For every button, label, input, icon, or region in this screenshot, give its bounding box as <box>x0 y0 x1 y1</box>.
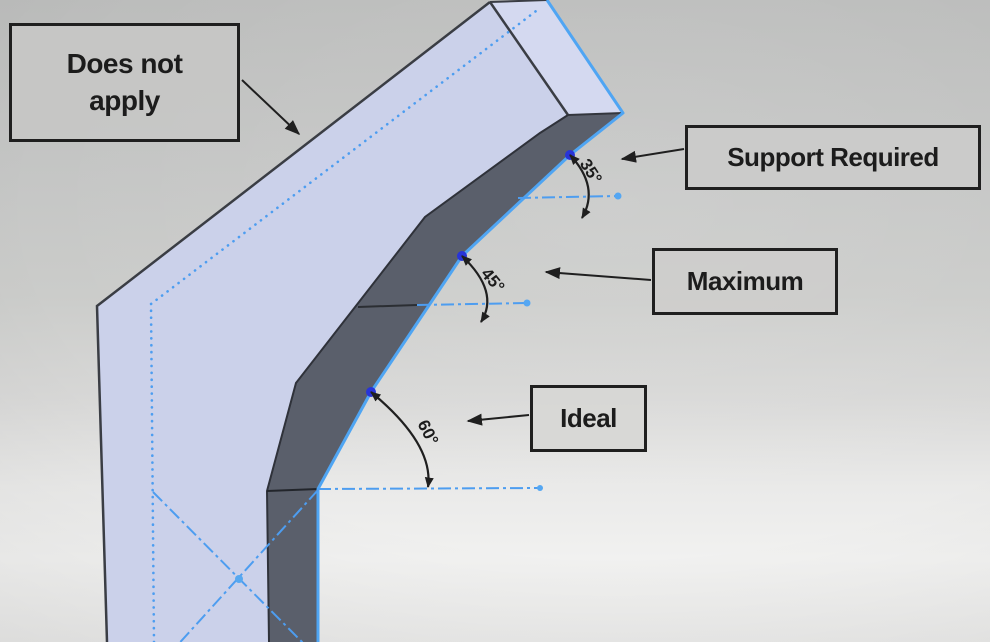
angle-ref-line-35 <box>517 195 619 199</box>
callout-arrow-ideal <box>466 413 530 426</box>
callout-ideal: Ideal <box>530 385 647 452</box>
front-face <box>97 2 568 642</box>
construction-centerline-dotted <box>149 6 542 642</box>
side-face <box>267 113 623 642</box>
angle-arc-60 <box>370 391 434 488</box>
callout-ideal-label: Ideal <box>560 402 617 433</box>
ref-endpoint-dot-60 <box>537 485 543 491</box>
callout-arrow-maximum <box>544 267 652 281</box>
callout-maximum: Maximum <box>652 248 838 315</box>
callout-does-not-apply: Does not apply <box>9 23 240 142</box>
construction-cross-line-1 <box>152 491 304 642</box>
callout-does-not-apply-line1: Does not <box>66 48 183 80</box>
angle-arc-45 <box>461 255 490 323</box>
construction-cross-center-dot <box>235 575 243 583</box>
angle-label-45: 45° <box>477 264 508 296</box>
callout-arrow-does-not-apply <box>241 79 301 136</box>
outer-edge <box>95 1 491 642</box>
angle-arc-35 <box>569 154 591 219</box>
callout-maximum-label: Maximum <box>686 265 804 296</box>
end-cap-bottom-edge <box>567 112 624 116</box>
ref-endpoint-dot-35 <box>614 192 622 200</box>
callout-support-required-label: Support Required <box>727 141 939 172</box>
angle-ref-line-45-dark <box>357 304 418 308</box>
callout-does-not-apply-line2: apply <box>89 84 160 116</box>
bend-corner-edge <box>266 488 319 492</box>
end-cap-left-edge <box>488 1 570 116</box>
ref-endpoint-dot-45 <box>523 299 531 307</box>
angle-label-35: 35° <box>576 155 606 187</box>
callout-support-required: Support Required <box>685 125 981 190</box>
end-cap-top-edge <box>489 0 548 3</box>
end-cap-face <box>490 0 623 115</box>
callout-arrow-support-required <box>620 148 685 163</box>
angle-ref-line-45 <box>416 302 528 306</box>
angle-ref-line-60 <box>317 487 541 490</box>
inner-front-edge <box>265 114 569 642</box>
